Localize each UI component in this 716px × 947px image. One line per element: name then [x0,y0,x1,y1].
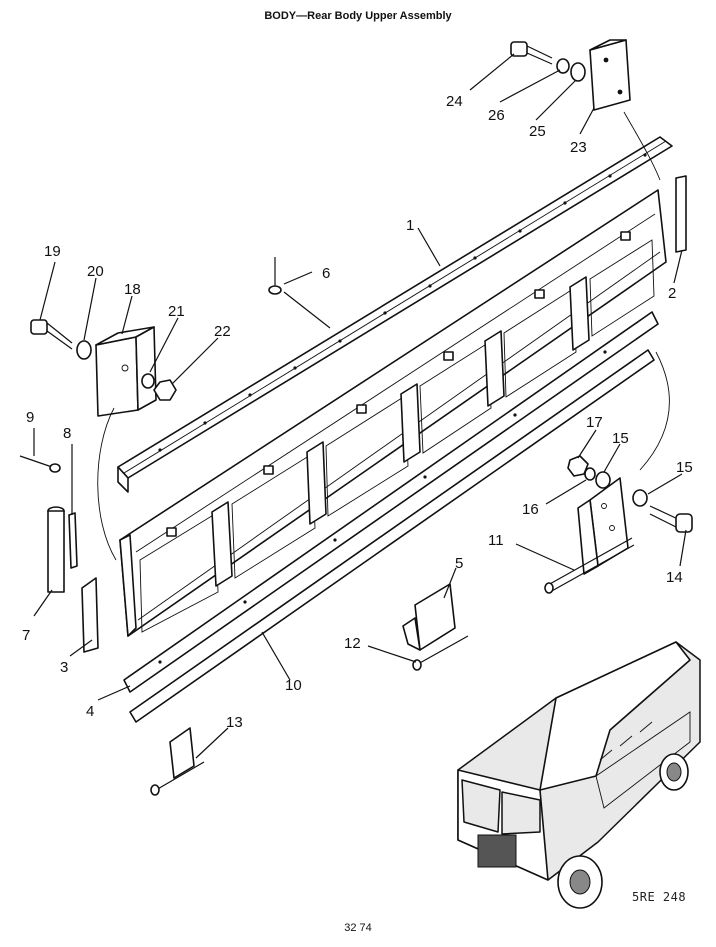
callout-14: 14 [666,569,683,586]
guide-line-right [639,351,670,471]
packing-block-right [589,39,631,111]
callout-1: 1 [406,217,414,234]
callout-6: 6 [322,265,330,282]
washer-20 [76,340,92,360]
callout-23: 23 [570,139,587,156]
hinge-5 [402,583,469,671]
bolt-19 [30,319,73,350]
washer-25 [570,62,586,82]
end-strip [675,175,687,253]
callout-11: 11 [488,532,504,549]
callout-15a: 15 [612,430,629,447]
page-number: 32 74 [344,922,372,934]
vehicle-illustration [457,641,701,909]
corner-angle [81,577,99,653]
callout-2: 2 [668,285,676,302]
callout-13: 13 [226,714,243,731]
callout-10: 10 [285,677,302,694]
callout-22: 22 [214,323,231,340]
callout-24: 24 [446,93,463,110]
callout-21: 21 [168,303,185,320]
callout-20: 20 [87,263,104,280]
callout-3: 3 [60,659,68,676]
nut-17 [567,455,589,477]
callout-15b: 15 [676,459,693,476]
callout-16: 16 [522,501,539,518]
packing-block-left [95,326,157,417]
callout-numbers: 1 2 3 4 5 6 7 8 9 10 11 12 13 14 15 15 1… [22,93,693,731]
callout-26: 26 [488,107,505,124]
capping-strip [129,349,655,723]
screw-6 [268,257,282,295]
callout-8: 8 [63,425,71,442]
packing-strip [68,512,78,569]
guide-line-block [623,111,661,181]
hinge-13 [150,727,205,796]
washer-26 [556,58,570,74]
page-title: BODY—Rear Body Upper Assembly [264,10,452,22]
washer-15b [632,489,648,507]
callout-4: 4 [86,703,94,720]
callout-17: 17 [586,414,603,431]
nut-22 [153,379,177,401]
callout-9: 9 [26,409,34,426]
leader-lines [33,53,687,759]
callout-7: 7 [22,627,30,644]
washer-16 [584,467,596,481]
screw-9 [19,455,61,473]
washer-21 [141,373,155,389]
bolt-14 [649,505,693,533]
hinge-tube [47,506,65,593]
rear-body-frame [119,189,667,637]
upper-rail [117,136,673,493]
hinge-assembly-right [544,477,635,594]
washer-15a [595,471,611,489]
callout-12: 12 [344,635,361,652]
bolt-24 [510,41,553,65]
lower-rail [123,311,659,693]
callout-5: 5 [455,555,463,572]
guide-line-left [97,407,117,561]
reference-code: 5RE 248 [632,890,687,904]
callout-25: 25 [529,123,546,140]
callout-19: 19 [44,243,61,260]
callout-18: 18 [124,281,141,298]
